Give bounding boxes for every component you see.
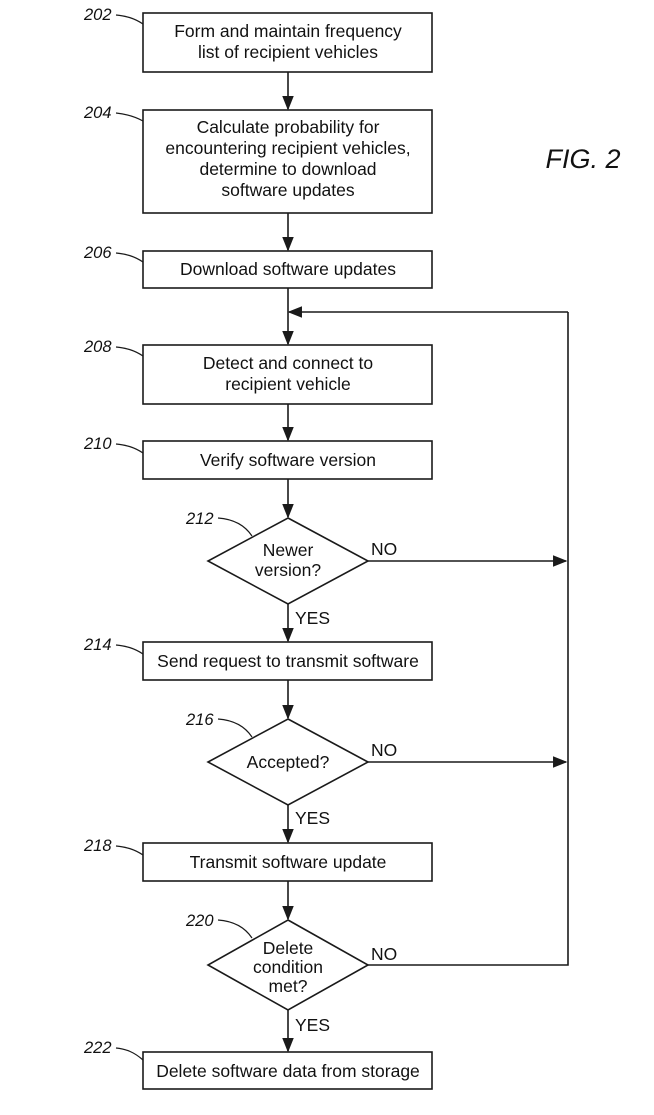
step-218: Transmit software update 218 (83, 837, 433, 882)
step-208-line-1: Detect and connect to (203, 353, 373, 373)
loop-back-line (368, 312, 569, 966)
ref-222: 222 (83, 1039, 112, 1057)
step-204-line-4: software updates (221, 180, 355, 200)
ref-220: 220 (185, 912, 214, 930)
ref-216: 216 (185, 711, 214, 729)
decision-212-yes-label: YES (295, 608, 330, 628)
step-208-line-2: recipient vehicle (225, 374, 350, 394)
step-206-line-1: Download software updates (180, 259, 396, 279)
decision-220-line-3: met? (269, 976, 308, 996)
decision-216-yes-label: YES (295, 808, 330, 828)
step-204-line-2: encountering recipient vehicles, (165, 138, 410, 158)
step-202-line-1: Form and maintain frequency (174, 21, 402, 41)
decision-216-no-label: NO (371, 740, 397, 760)
decision-216-line-1: Accepted? (247, 752, 330, 772)
decision-220-yes-label: YES (295, 1015, 330, 1035)
decision-212-no-label: NO (371, 539, 397, 559)
ref-206: 206 (83, 244, 112, 262)
step-206: Download software updates 206 (83, 244, 433, 289)
ref-208: 208 (83, 338, 112, 356)
step-218-line-1: Transmit software update (190, 852, 387, 872)
ref-212: 212 (185, 510, 214, 528)
step-222: Delete software data from storage 222 (83, 1039, 433, 1090)
decision-220-line-2: condition (253, 957, 323, 977)
ref-218: 218 (83, 837, 112, 855)
decision-212-line-2: version? (255, 560, 321, 580)
step-210-line-1: Verify software version (200, 450, 376, 470)
decision-212-line-1: Newer (263, 540, 314, 560)
step-214: Send request to transmit software 214 (83, 636, 433, 681)
ref-210: 210 (83, 435, 112, 453)
step-210: Verify software version 210 (83, 435, 433, 480)
decision-220-line-1: Delete (263, 938, 314, 958)
step-214-line-1: Send request to transmit software (157, 651, 419, 671)
ref-202: 202 (83, 6, 112, 24)
step-222-line-1: Delete software data from storage (156, 1061, 420, 1081)
ref-204: 204 (83, 104, 112, 122)
ref-214: 214 (83, 636, 112, 654)
decision-216: Accepted? 216 NO YES (185, 711, 397, 828)
step-204-line-3: determine to download (199, 159, 376, 179)
loop-connectors (287, 306, 569, 966)
step-204-line-1: Calculate probability for (197, 117, 380, 137)
step-202-line-2: list of recipient vehicles (198, 42, 378, 62)
decision-220-no-label: NO (371, 944, 397, 964)
figure-label: FIG. 2 (545, 144, 620, 174)
